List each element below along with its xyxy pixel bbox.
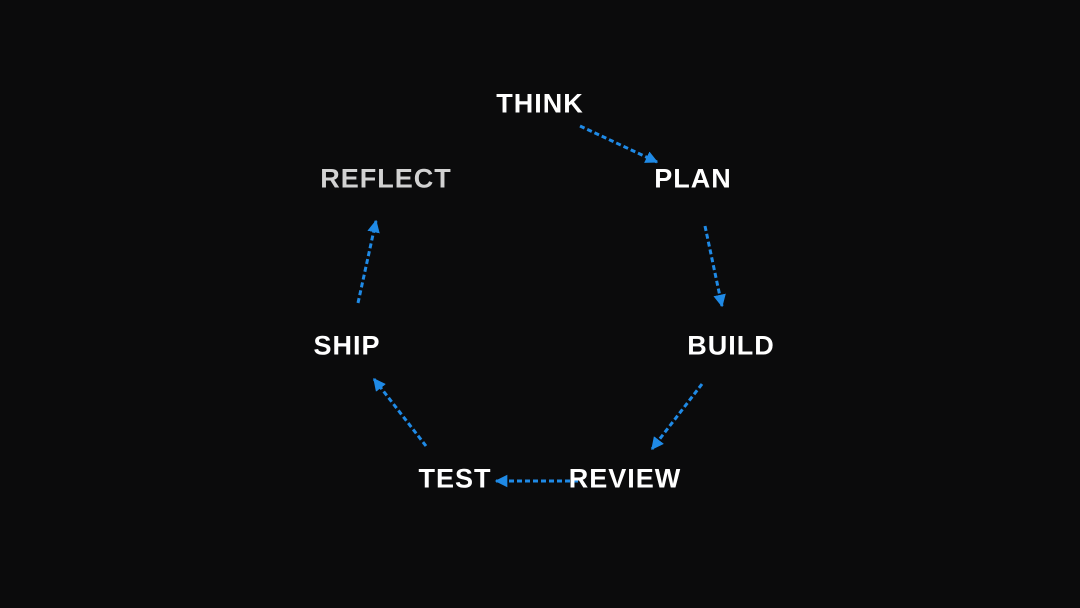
node-build: BUILD [687,330,775,361]
arrow-ship-reflect [356,219,380,304]
arrow-build-review [650,383,704,450]
node-plan: PLAN [654,163,732,194]
node-review: REVIEW [568,463,682,494]
node-think: THINK [496,88,584,119]
arrow-plan-build [703,225,726,308]
arrow-think-plan [579,124,659,164]
node-test: TEST [418,463,492,494]
node-reflect: REFLECT [320,163,452,194]
node-ship: SHIP [313,330,381,361]
arrow-test-ship [372,378,428,447]
